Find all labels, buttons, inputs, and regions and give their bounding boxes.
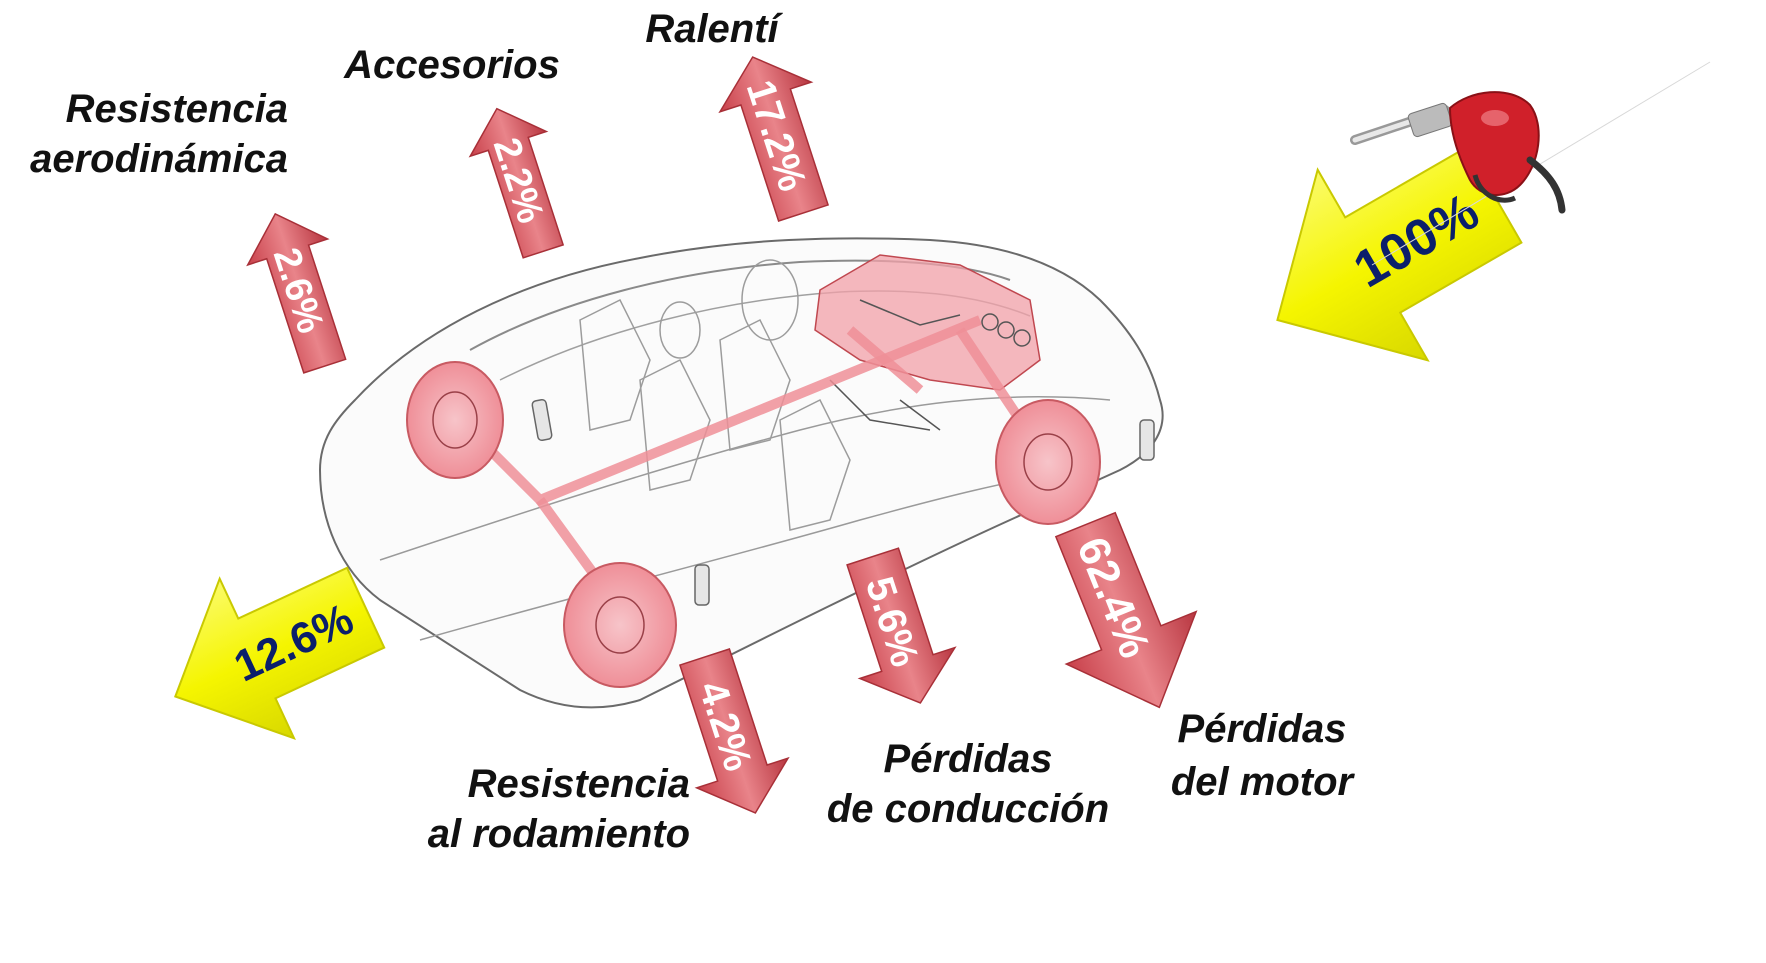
label-ralenti: Ralentí	[645, 7, 783, 51]
fuel-nozzle-icon	[1350, 61, 1711, 266]
label-accesorios: Accesorios	[343, 43, 560, 87]
label-resistencia-aero-1: Resistencia	[66, 87, 288, 131]
label-perdidas-cond-2: de conducción	[827, 787, 1109, 831]
label-resistencia-rod-2: al rodamiento	[428, 812, 690, 856]
suspension-parts	[531, 398, 1155, 606]
engine-detail	[829, 299, 1031, 431]
label-perdidas-motor-2: del motor	[1171, 760, 1356, 804]
wheel-rear-left	[406, 361, 504, 479]
label-perdidas-motor-1: Pérdidas	[1178, 707, 1347, 751]
label-perdidas-cond-1: Pérdidas	[884, 737, 1053, 781]
wheel-front-right	[995, 399, 1101, 525]
label-resistencia-rod-1: Resistencia	[468, 762, 690, 806]
label-resistencia-aero-2: aerodinámica	[30, 137, 288, 181]
accessories-loss-arrow: 2.2%	[468, 107, 565, 259]
wheel-rear-right	[563, 562, 677, 688]
idle-loss-arrow: 17.2%	[718, 56, 830, 222]
car-seats	[579, 259, 851, 531]
aero-loss-arrow: 2.6%	[246, 212, 347, 374]
wheels-output-arrow: 12.6%	[174, 566, 386, 740]
car-illustration	[318, 237, 1164, 709]
engine-loss-arrow: 62.4%	[1054, 511, 1198, 709]
